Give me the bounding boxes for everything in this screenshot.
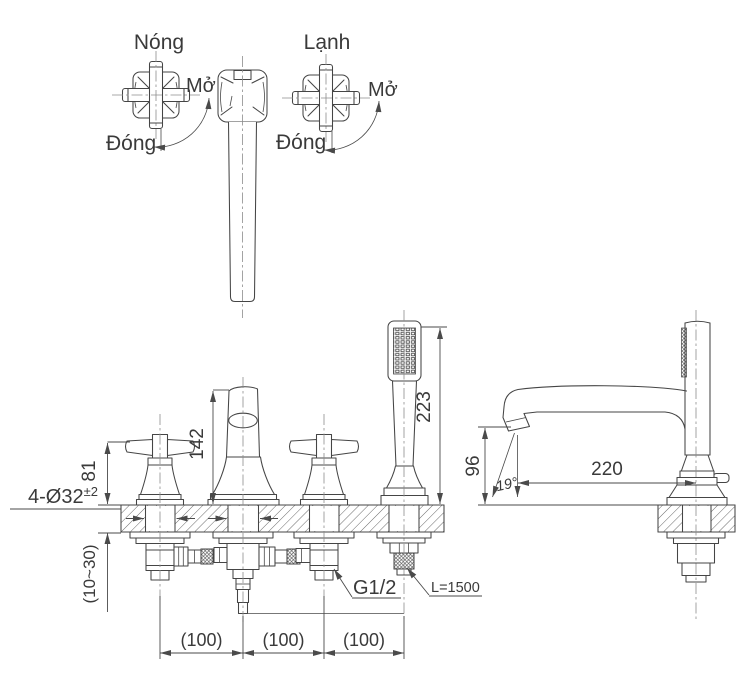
hot-open-label: Mở [186,75,216,97]
top-view: Nóng Mở Đóng Lạnh Mở Đóng [106,31,398,318]
pitch-right-label: (100) [343,630,385,650]
dimension-hole-spec: 4-Ø32±2 [10,484,121,510]
dimension-outlet-height: 96 [463,426,658,506]
mounting-deck [120,504,445,533]
handle-height-label: 81 [79,460,100,481]
dimension-spout-reach: 220 [518,459,696,486]
dimension-outlet-angle: 19° [492,432,521,498]
hot-close-label: Đóng [106,132,156,155]
hole-spec-label: 4-Ø32±2 [28,484,98,508]
hot-valve-tailpiece [129,531,214,581]
front-view-centerlines [159,310,405,622]
cold-handle-top-view [282,54,370,142]
side-view [502,310,736,622]
dimension-pitch: (100) (100) (100) [159,596,405,659]
thread-spec-label: G1/2 [353,577,396,599]
front-view [120,310,445,622]
annotation-hose-length: L=1500 [406,567,482,597]
deck-thickness-label: (10~30) [80,544,99,603]
spout-top-view [217,56,268,318]
spout-height-label: 142 [187,428,208,460]
cold-open-close-annotation: Lạnh Mở Đóng [276,31,398,154]
pitch-left-label: (100) [180,630,222,650]
hand-shower-front [380,320,429,506]
hose-length-label: L=1500 [431,580,480,596]
cold-open-label: Mở [368,79,398,101]
outlet-angle-label: 19° [495,475,520,495]
dimension-spout-height: 142 [187,389,229,504]
spout-tailpiece [212,531,301,615]
shower-height-label: 223 [414,391,435,423]
dimension-handle-height: 81 [79,441,130,506]
side-spout [502,385,688,432]
dimension-shower-height: 223 [414,326,447,504]
cold-label: Lạnh [304,31,351,54]
side-deck [657,504,736,533]
pitch-center-label: (100) [262,630,304,650]
cold-close-label: Đóng [276,131,326,154]
spout-reach-label: 220 [591,459,623,480]
side-body [666,320,730,506]
dimension-deck-thickness: (10~30) [80,532,121,612]
annotation-thread-spec: G1/2 [333,568,401,599]
hot-open-close-annotation: Nóng Mở Đóng [106,31,233,155]
outlet-height-label: 96 [463,455,484,476]
hot-label: Nóng [134,31,184,54]
spout-front [207,386,280,506]
